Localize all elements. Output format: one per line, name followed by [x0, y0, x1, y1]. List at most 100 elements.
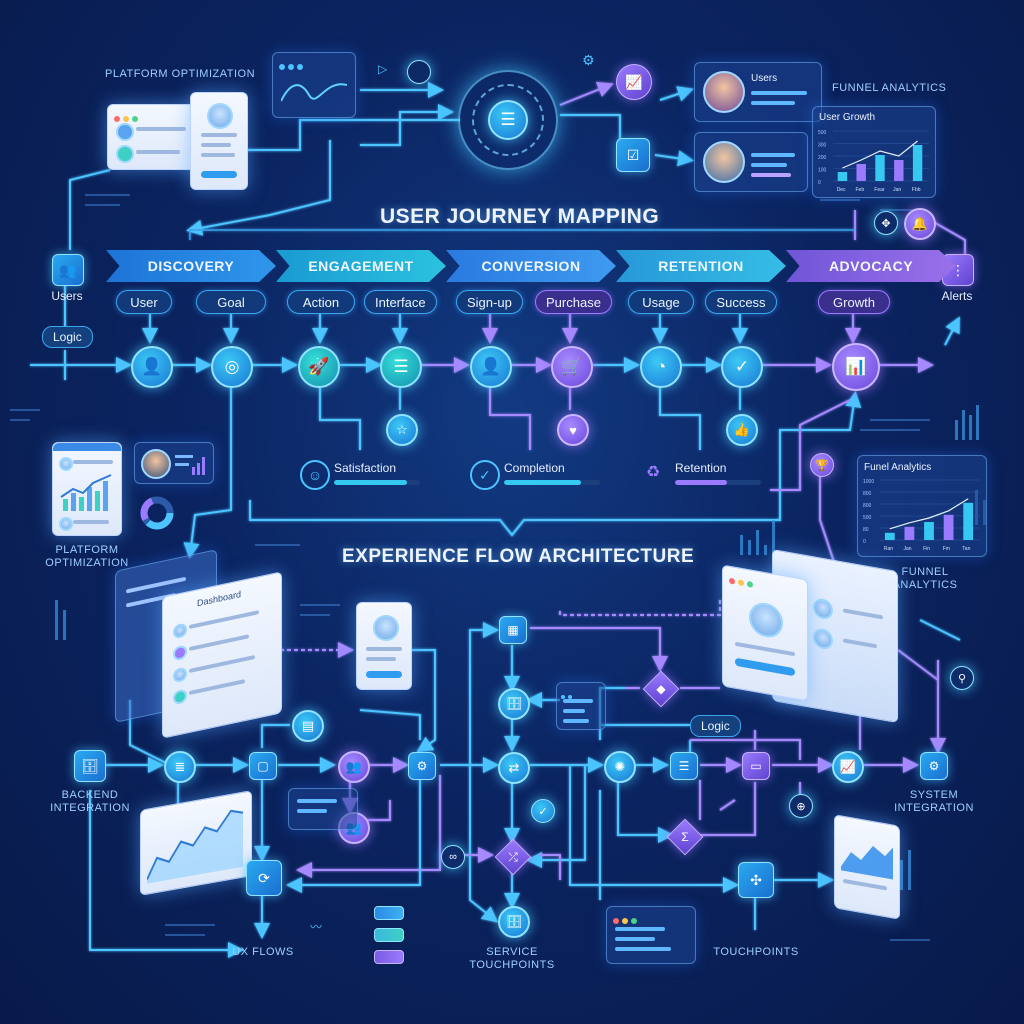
gear-icon: ⚙ — [582, 52, 595, 68]
avatar — [703, 141, 745, 183]
avatar — [59, 517, 73, 531]
avatar — [703, 71, 745, 113]
y-tick-label: 500 — [818, 130, 827, 136]
checklist-icon: ☑ — [616, 138, 650, 172]
list-icon[interactable]: ☰ — [380, 346, 422, 388]
dashboard-front: Dashboard — [162, 571, 282, 739]
y-tick-label: 0 — [818, 180, 821, 186]
profile-mini-panel — [134, 442, 214, 484]
caption-system-1: SYSTEM — [909, 789, 959, 801]
profile-card-small — [107, 104, 197, 170]
y-tick-label: 100 — [818, 168, 827, 174]
database-icon[interactable]: 🗄 — [498, 688, 530, 720]
refresh-icon[interactable]: ⟳ — [246, 860, 282, 896]
server-icon[interactable]: ≣ — [164, 751, 196, 783]
stage-conversion[interactable]: CONVERSION — [446, 250, 616, 282]
user-profile-card — [694, 132, 808, 192]
sun-icon[interactable]: ✺ — [604, 751, 636, 783]
caption-platform-left-1: PLATFORM — [55, 544, 119, 556]
users-group-icon[interactable]: 👥 — [338, 751, 370, 783]
growth-chart-icon: 📈 — [616, 64, 652, 100]
step-usage[interactable]: Usage — [628, 290, 694, 314]
bar — [963, 502, 974, 540]
logic-tag-left: Logic — [42, 326, 93, 348]
user-check-icon[interactable]: 👤 — [470, 346, 512, 388]
analytics-window-top — [272, 52, 356, 118]
link-icon: 〰 — [310, 920, 323, 934]
chart-up-icon[interactable]: 📈 — [832, 751, 864, 783]
avatar — [749, 600, 783, 641]
caption-backend-1: BACKEND — [61, 789, 119, 801]
trend-line — [842, 140, 918, 169]
stage-retention[interactable]: RETENTION — [616, 250, 786, 282]
check-icon[interactable]: ✓ — [721, 346, 763, 388]
calendar-icon[interactable]: ▢ — [249, 752, 277, 780]
retention-icon: ♻ — [645, 464, 661, 481]
step-action[interactable]: Action — [287, 290, 355, 314]
bell-icon: 🔔 — [904, 208, 936, 240]
avatar — [373, 615, 399, 641]
star-icon: ☆ — [386, 414, 418, 446]
gauge-icon[interactable]: ◔ — [640, 346, 682, 388]
user-icon[interactable]: 👤 — [131, 346, 173, 388]
play-icon: ▷ — [378, 62, 388, 76]
database-icon[interactable]: 🗄 — [74, 750, 106, 782]
metric-completion-label: Completion — [504, 461, 565, 475]
code-panel — [556, 682, 606, 730]
stage-engagement[interactable]: ENGAGEMENT — [276, 250, 446, 282]
rocket-icon[interactable]: 🚀 — [298, 346, 340, 388]
code-window — [606, 906, 696, 964]
profile-card — [190, 92, 248, 190]
stage-discovery[interactable]: DISCOVERY — [106, 250, 276, 282]
step-sign-up[interactable]: Sign-up — [456, 290, 523, 314]
step-user[interactable]: User — [116, 290, 172, 314]
caption-touchpoints: TOUCHPOINTS — [713, 946, 799, 958]
user-growth-title: User Growth — [819, 112, 876, 123]
x-tick-label: Jan — [904, 546, 912, 552]
settings-gear-icon[interactable]: ⚙ — [408, 752, 436, 780]
users-label: Users — [51, 289, 83, 303]
system-gear-icon[interactable]: ⚙ — [920, 752, 948, 780]
qr-icon[interactable]: ▦ — [499, 616, 527, 644]
x-tick-label: Fear — [874, 187, 885, 193]
network-nodes-icon[interactable]: ✣ — [738, 862, 774, 898]
step-interface[interactable]: Interface — [364, 290, 437, 314]
heart-icon: ♥ — [557, 414, 589, 446]
bar-chart-icon[interactable]: 📊 — [832, 343, 880, 391]
y-tick-label: 500 — [863, 515, 872, 521]
analytics-chart-card — [140, 790, 252, 896]
window-icon[interactable]: ▭ — [742, 752, 770, 780]
step-success[interactable]: Success — [705, 290, 777, 314]
bar — [912, 145, 923, 181]
caption-platform-left-2: OPTIMIZATION — [45, 557, 129, 569]
bar — [943, 514, 954, 540]
users-icon[interactable]: 👥 — [52, 254, 84, 286]
document-list-icon[interactable]: ☰ — [670, 752, 698, 780]
thumbs-up-icon: 👍 — [726, 414, 758, 446]
x-tick-label: Fin — [923, 546, 930, 552]
users-card: Users — [694, 62, 822, 122]
caption-service-2: TOUCHPOINTS — [469, 959, 555, 971]
network-icon[interactable]: ⇄ — [498, 752, 530, 784]
bar — [837, 172, 848, 181]
central-hub-ring-inner — [472, 84, 544, 156]
x-tick-label: Fbb — [912, 187, 921, 193]
target-icon[interactable]: ◎ — [211, 346, 253, 388]
mobile-profile-card — [356, 602, 412, 690]
metric-satisfaction-meter — [334, 480, 420, 485]
step-purchase[interactable]: Purchase — [535, 290, 612, 314]
cart-icon[interactable]: 🛒 — [551, 346, 593, 388]
caption-platform-optimization-top: PLATFORM OPTIMIZATION — [105, 68, 256, 80]
stage-advocacy[interactable]: ADVOCACY — [786, 250, 956, 282]
database-icon[interactable]: 🗄 — [498, 906, 530, 938]
alerts-label: Alerts — [941, 289, 973, 303]
bar — [904, 526, 915, 540]
document-icon[interactable]: ▤ — [292, 710, 324, 742]
avatar — [207, 103, 233, 129]
step-goal[interactable]: Goal — [196, 290, 266, 314]
step-growth[interactable]: Growth — [818, 290, 890, 314]
